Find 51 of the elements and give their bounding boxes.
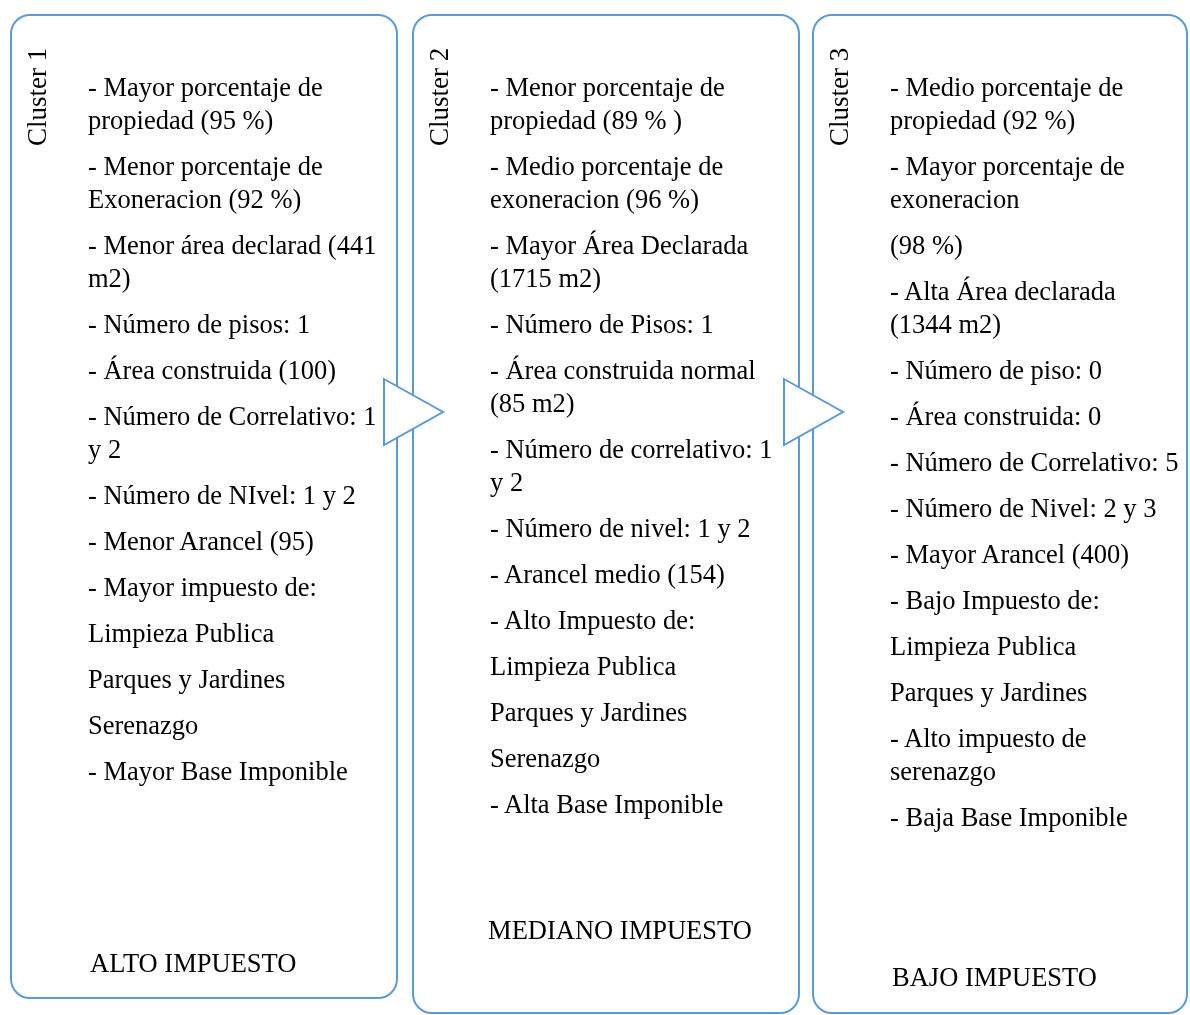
cluster-panel — [812, 14, 1188, 1014]
cluster-result-text: BAJO IMPUESTO — [892, 961, 1098, 994]
characteristic-text: - Número de Pisos: 1 — [490, 308, 715, 341]
characteristic-text: Limpieza Publica — [88, 617, 276, 650]
characteristic-text: Limpieza Publica — [490, 650, 678, 683]
characteristic-text: (98 %) — [890, 229, 964, 262]
characteristic-text: Serenazgo — [88, 709, 200, 742]
cluster-result-text: ALTO IMPUESTO — [90, 947, 298, 980]
characteristic-text: Limpieza Publica — [890, 630, 1078, 663]
characteristic-text: - Número de Correlativo: 5 — [890, 446, 1180, 479]
characteristic-text: - Medio porcentaje de exoneracion (96 %) — [490, 150, 725, 216]
characteristic-text: - Mayor Área Declarada (1715 m2) — [490, 229, 750, 295]
characteristic-text: - Mayor porcentaje de exoneracion — [890, 150, 1126, 216]
characteristic-text: - Alto impuesto de serenazgo — [890, 722, 1088, 788]
characteristic-text: - Alto Impuesto de: — [490, 604, 697, 637]
cluster-heading: Cluster 3 — [824, 47, 855, 146]
characteristic-text: - Mayor porcentaje de propiedad (95 %) — [88, 71, 324, 137]
characteristic-text: - Área construida (100) — [88, 354, 337, 387]
cluster-result-text: MEDIANO IMPUESTO — [487, 914, 753, 947]
characteristic-text: - Alta Área declarada (1344 m2) — [890, 275, 1117, 341]
characteristic-text: - Área construida normal (85 m2) — [490, 354, 757, 420]
cluster-heading: Cluster 2 — [424, 47, 455, 146]
characteristic-text: - Mayor impuesto de: — [88, 571, 318, 604]
characteristic-text: - Menor porcentaje de propiedad (89 % ) — [490, 71, 726, 137]
cluster-panel — [10, 14, 398, 999]
characteristic-text: - Número de nivel: 1 y 2 — [490, 512, 752, 545]
characteristic-text: - Número de correlativo: 1 y 2 — [490, 433, 774, 499]
cluster-panel — [412, 14, 800, 1014]
chevron-arrow — [783, 378, 844, 446]
characteristic-text: - Número de piso: 0 — [890, 354, 1103, 387]
characteristic-text: - Bajo Impuesto de: — [890, 584, 1101, 617]
characteristic-text: Parques y Jardines — [490, 696, 689, 729]
characteristic-text: - Mayor Arancel (400) — [890, 538, 1131, 571]
characteristic-text: - Número de NIvel: 1 y 2 — [88, 479, 357, 512]
characteristic-text: - Número de pisos: 1 — [88, 308, 312, 341]
characteristic-text: - Menor área declarad (441 m2) — [88, 229, 378, 295]
characteristic-text: - Arancel medio (154) — [490, 558, 726, 591]
characteristic-text: - Baja Base Imponible — [890, 801, 1129, 834]
characteristic-text: - Medio porcentaje de propiedad (92 %) — [890, 71, 1125, 137]
characteristic-text: - Alta Base Imponible — [490, 788, 725, 821]
characteristic-text: - Número de Nivel: 2 y 3 — [890, 492, 1158, 525]
characteristic-text: - Mayor Base Imponible — [88, 755, 349, 788]
characteristic-text: - Menor porcentaje de Exoneracion (92 %) — [88, 150, 324, 216]
characteristic-text: Parques y Jardines — [88, 663, 287, 696]
characteristic-text: - Área construida: 0 — [890, 400, 1103, 433]
cluster-heading: Cluster 1 — [22, 47, 53, 146]
characteristic-text: Serenazgo — [490, 742, 602, 775]
chevron-arrow — [383, 378, 444, 446]
characteristic-text: - Número de Correlativo: 1 y 2 — [88, 400, 378, 466]
characteristic-text: - Menor Arancel (95) — [88, 525, 315, 558]
characteristic-text: Parques y Jardines — [890, 676, 1089, 709]
